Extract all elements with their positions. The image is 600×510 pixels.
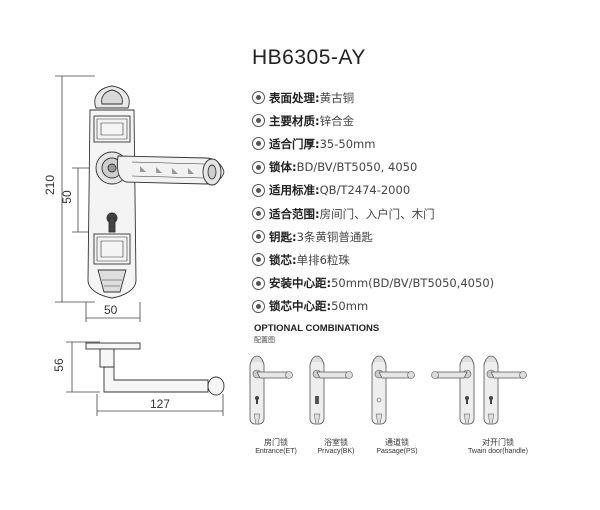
spec-label: 适合范围:: [269, 206, 320, 221]
spec-row: 适用标准: QB/T2474-2000: [252, 179, 592, 202]
handle-length-value: 127: [150, 397, 171, 411]
model-title: HB6305-AY: [252, 46, 366, 69]
combination-en: Entrance(ET): [255, 448, 297, 455]
spec-label: 适用标准:: [269, 183, 320, 198]
combination-illustrations: [249, 355, 527, 425]
spec-label: 安装中心距:: [269, 276, 332, 291]
mount-center-icon: [252, 276, 265, 290]
spec-value: QB/T2474-2000: [319, 183, 411, 198]
spec-label: 主要材质:: [269, 113, 320, 128]
handle-height-value: 56: [52, 358, 66, 372]
handle-height-label: 56: [52, 350, 66, 380]
spec-value: 3条黄铜普通匙: [296, 229, 373, 244]
spec-value: BD/BV/BT5050, 4050: [296, 160, 418, 175]
privacy-lock-illustration: [309, 355, 353, 425]
technical-drawing: [55, 75, 225, 416]
spec-row: 适合范围: 房间门、入户门、木门: [252, 202, 592, 225]
spec-row: 主要材质: 锌合金: [252, 109, 592, 132]
spec-value: 黄古铜: [319, 90, 355, 105]
spec-row: 适合门厚: 35-50mm: [252, 132, 592, 155]
spec-label: 锁体:: [269, 160, 297, 175]
spec-label: 锁芯:: [269, 252, 297, 267]
standard-icon: [252, 183, 265, 197]
spec-value: 锌合金: [319, 113, 355, 128]
key-icon: [252, 230, 265, 244]
height-center-value: 50: [60, 190, 74, 204]
spec-row: 锁芯中心距: 50mm: [252, 295, 592, 318]
lock-body-icon: [252, 160, 265, 174]
spec-value: 房间门、入户门、木门: [319, 206, 435, 221]
spec-label: 锁芯中心距:: [269, 299, 332, 314]
plate-width-label: 50: [104, 303, 117, 317]
combination-en: Privacy(BK): [317, 448, 355, 455]
optional-combinations-subtitle: 配置图: [254, 336, 275, 344]
material-icon: [252, 114, 265, 128]
combination-zh: 浴室锁: [324, 438, 348, 447]
spec-row: 表面处理: 黄古铜: [252, 86, 592, 109]
spec-row: 安装中心距: 50mm(BD/BV/BT5050,4050): [252, 272, 592, 295]
plate-width-value: 50: [104, 303, 118, 317]
spec-value: 单排6粒珠: [296, 252, 350, 267]
finish-icon: [252, 91, 265, 105]
height-total-label: 210: [43, 165, 57, 205]
spec-label: 表面处理:: [269, 90, 320, 105]
combination-zh: 通道锁: [385, 438, 409, 447]
twain-door-lock-illustration: [431, 355, 475, 425]
handle-length-label: 127: [150, 397, 170, 411]
spec-label: 适合门厚:: [269, 136, 320, 151]
handle-side-view-drawing: [85, 342, 225, 396]
lock-plate-drawing: [87, 85, 137, 299]
spec-row: 锁芯: 单排6粒珠: [252, 248, 592, 271]
height-total-value: 210: [43, 174, 57, 196]
combination-en: Passage(PS): [376, 448, 418, 455]
combination-passage: 通道锁 Passage(PS): [366, 438, 428, 456]
spec-label: 钥匙:: [269, 229, 297, 244]
scope-icon: [252, 207, 265, 221]
entrance-lock-illustration: [249, 355, 293, 425]
combination-en: Twain door(handle): [468, 448, 528, 455]
cylinder-center-icon: [252, 299, 265, 313]
lever-handle-drawing: [117, 155, 225, 186]
spec-value: 50mm(BD/BV/BT5050,4050): [331, 276, 495, 291]
optional-combinations-title: OPTIONAL COMBINATIONS: [254, 323, 380, 334]
spec-value: 35-50mm: [319, 136, 376, 151]
combination-zh: 房门锁: [264, 438, 288, 447]
door-thickness-icon: [252, 137, 265, 151]
combination-entrance: 房门锁 Entrance(ET): [246, 438, 306, 456]
height-center-label: 50: [60, 182, 74, 212]
passage-lock-illustration: [371, 355, 415, 425]
combination-privacy: 浴室锁 Privacy(BK): [306, 438, 366, 456]
cylinder-icon: [252, 253, 265, 267]
spec-row: 钥匙: 3条黄铜普通匙: [252, 225, 592, 248]
combination-twain-door: 对开门锁 Twain door(handle): [448, 438, 548, 456]
combination-zh: 对开门锁: [482, 438, 514, 447]
spec-row: 锁体: BD/BV/BT5050, 4050: [252, 156, 592, 179]
spec-list: 表面处理: 黄古铜 主要材质: 锌合金 适合门厚: 35-50mm 锁体: BD…: [252, 86, 592, 318]
spec-value: 50mm: [331, 299, 369, 314]
